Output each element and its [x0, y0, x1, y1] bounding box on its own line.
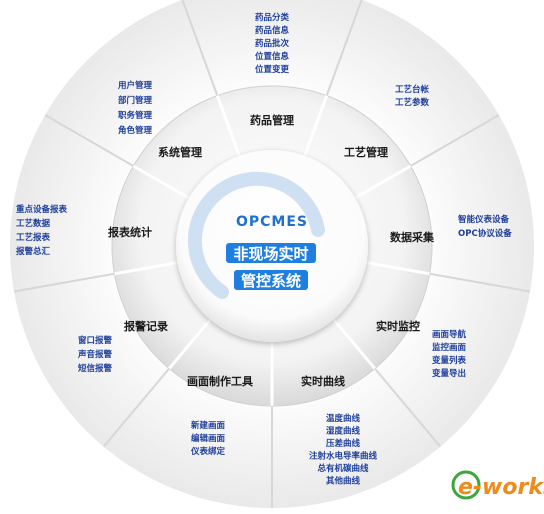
center-line2: 管控系统: [241, 272, 301, 290]
sub-item[interactable]: 变量列表: [432, 355, 467, 366]
sub-item[interactable]: 用户管理: [117, 80, 153, 91]
sub-item[interactable]: 声音报警: [77, 349, 113, 360]
segment-label[interactable]: 数据采集: [390, 230, 435, 244]
sub-item[interactable]: 仪表绑定: [190, 446, 226, 457]
watermark-text: e-works: [458, 475, 544, 500]
sub-item[interactable]: 工艺参数: [395, 97, 430, 108]
sub-item[interactable]: 角色管理: [118, 125, 153, 136]
sub-item[interactable]: 工艺台帐: [395, 84, 430, 95]
center-title: OPCMES: [236, 214, 308, 230]
segment-label[interactable]: 工艺管理: [344, 145, 388, 159]
sub-item[interactable]: 注射水电导率曲线: [309, 451, 378, 462]
sub-item[interactable]: 新建画面: [191, 420, 226, 431]
segment-label[interactable]: 报表统计: [108, 225, 152, 239]
middle-divider: [215, 95, 241, 157]
center-line2-bar: [234, 270, 308, 290]
outer-divider: [13, 272, 115, 293]
sub-item[interactable]: 药品批次: [255, 38, 290, 49]
sub-item[interactable]: 位置变更: [255, 64, 290, 75]
sub-item[interactable]: 药品分类: [255, 12, 290, 23]
sub-item[interactable]: 监控画面: [432, 342, 467, 353]
outer-divider: [102, 367, 170, 448]
segment-label[interactable]: 实时监控: [376, 319, 420, 333]
center-line1-bar: [226, 243, 316, 263]
sub-item[interactable]: 窗口报警: [78, 335, 113, 346]
sub-item[interactable]: 湿度曲线: [326, 426, 361, 437]
middle-divider: [132, 164, 190, 200]
middle-divider: [332, 318, 376, 370]
sub-item[interactable]: 部门管理: [118, 95, 153, 106]
outer-divider: [410, 114, 500, 167]
middle-divider: [366, 261, 430, 276]
outer-divider: [374, 367, 442, 448]
middle-divider: [354, 164, 412, 200]
sub-item[interactable]: 压差曲线: [326, 438, 361, 449]
sub-item[interactable]: 画面导航: [432, 329, 467, 340]
segment-label[interactable]: 报警记录: [124, 319, 168, 333]
outer-divider: [325, 0, 363, 96]
sub-item[interactable]: 其他曲线: [326, 476, 361, 487]
eworks-watermark: e-works: [451, 470, 544, 500]
sub-item[interactable]: 智能仪表设备: [457, 214, 510, 225]
segment-label[interactable]: 系统管理: [158, 145, 202, 159]
sub-item[interactable]: 药品信息: [255, 25, 290, 36]
sub-item[interactable]: 编辑画面: [191, 433, 226, 444]
sub-item[interactable]: 重点设备报表: [16, 204, 68, 215]
middle-divider: [303, 95, 329, 157]
outer-divider: [181, 0, 219, 96]
sub-item[interactable]: 职务管理: [118, 110, 153, 121]
middle-divider: [168, 318, 212, 370]
segment-label[interactable]: 画面制作工具: [187, 374, 253, 388]
segment-label[interactable]: 实时曲线: [301, 374, 345, 388]
center-e-logo-mark: [187, 171, 325, 299]
outer-divider: [44, 114, 134, 167]
outer-divider: [429, 272, 531, 293]
middle-divider: [114, 261, 178, 276]
watermark-ring-icon: [451, 470, 481, 500]
sub-item[interactable]: 变量导出: [432, 368, 466, 379]
segment-label[interactable]: 药品管理: [250, 113, 294, 127]
sub-item[interactable]: 报警总汇: [16, 246, 51, 257]
sub-item[interactable]: 工艺报表: [16, 232, 51, 243]
sub-item[interactable]: 位置信息: [255, 51, 290, 62]
center-hub: OPCMES 非现场实时 管控系统: [176, 150, 368, 342]
center-line1: 非现场实时: [233, 245, 308, 263]
sub-item[interactable]: 工艺数据: [16, 218, 51, 229]
sub-item[interactable]: 短信报警: [78, 363, 113, 374]
sub-item[interactable]: 温度曲线: [326, 413, 361, 424]
sub-item[interactable]: 总有机碳曲线: [317, 463, 369, 474]
sub-item[interactable]: OPC协议设备: [458, 228, 512, 239]
